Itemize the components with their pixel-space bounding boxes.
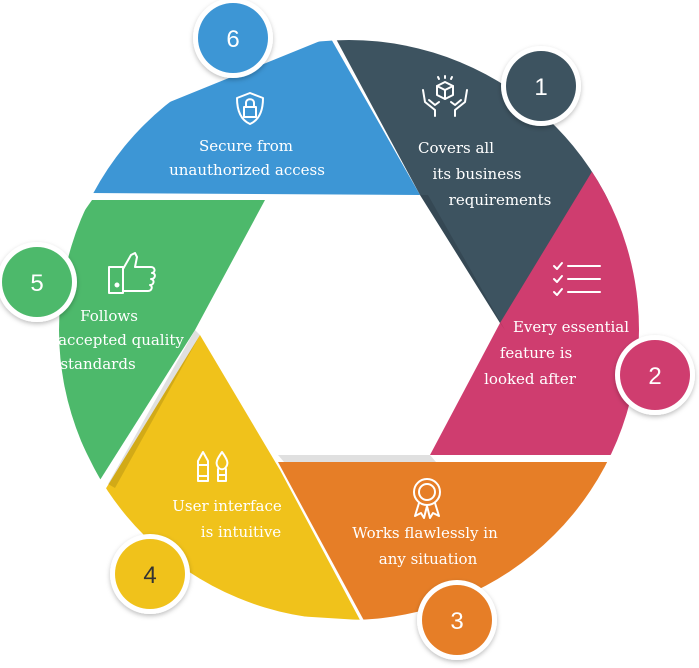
step-2-number: 2 <box>648 363 661 390</box>
padlock-shield-icon <box>236 92 264 125</box>
segment-6-label-line-1: Secure from <box>199 137 293 155</box>
segment-4-label-line-1: User interface <box>172 497 282 515</box>
segment-4-label-line-2: is intuitive <box>201 523 282 541</box>
step-6-number: 6 <box>226 26 239 53</box>
segment-5-label-line-1: Follows <box>80 307 138 325</box>
segment-6-label-line-2: unauthorized access <box>169 161 325 179</box>
segment-1-label-line-3: requirements <box>449 191 552 209</box>
pencil-brush-icon <box>197 451 229 482</box>
segment-1-label-line-2: its business <box>433 165 522 183</box>
segment-5-label-line-3: standards <box>60 355 135 373</box>
step-2-circle: 2 <box>615 335 695 415</box>
step-5-circle: 5 <box>0 242 77 322</box>
segment-2-label-line-1: Every essential <box>513 318 629 336</box>
step-6-circle: 6 <box>193 0 273 78</box>
hands-box-icon <box>422 75 468 117</box>
step-3-circle: 3 <box>417 580 497 660</box>
segment-3-blade <box>278 462 610 620</box>
segment-2-label-line-3: looked after <box>484 370 577 388</box>
step-4-number: 4 <box>143 562 156 589</box>
segment-5-label-line-2: accepted quality <box>58 331 184 349</box>
segment-5-blade <box>59 200 265 480</box>
award-ribbon-icon <box>413 478 441 519</box>
segment-3-label-line-1: Works flawlessly in <box>352 524 498 542</box>
segment-1-label-line-1: Covers all <box>418 139 494 157</box>
segment-3-label-line-2: any situation <box>379 550 478 568</box>
step-5-number: 5 <box>30 270 43 297</box>
step-1-number: 1 <box>534 74 547 101</box>
thumbs-up-icon <box>108 252 156 294</box>
segment-2-label-line-2: feature is <box>500 344 572 362</box>
checklist-icon <box>553 262 601 296</box>
step-3-number: 3 <box>450 608 463 635</box>
step-4-circle: 4 <box>110 534 190 614</box>
step-1-circle: 1 <box>501 46 581 126</box>
